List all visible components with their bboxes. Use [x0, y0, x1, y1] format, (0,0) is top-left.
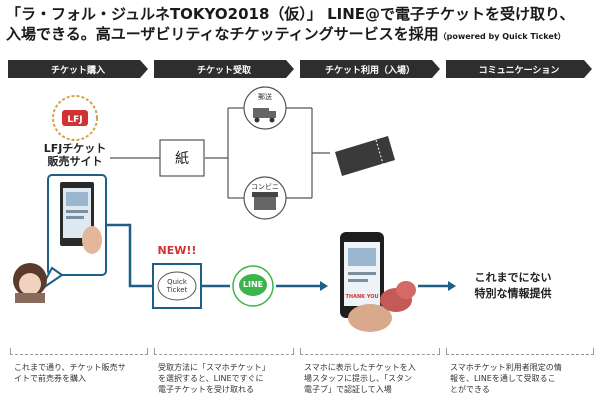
lfj-logo-text: LFJ [67, 115, 82, 125]
paper-ticket-icon [335, 136, 395, 176]
step-purchase: チケット購入 [8, 60, 148, 78]
desc-communication-line: とができる [450, 385, 490, 394]
desc-entry-line: スマホに表示したチケットを入 [304, 363, 416, 372]
desc-divider-1 [10, 348, 148, 355]
new-badge: NEW!! [157, 244, 197, 257]
desc-communication-line: スマホチケット利用者限定の情 [450, 363, 562, 372]
lfj-site-label: LFJチケット 販売サイト [40, 142, 110, 168]
stamp-device [380, 281, 416, 312]
lfj-logo [52, 95, 98, 141]
desc-communication-line: 報を、LINEを通して受取るこ [450, 374, 556, 383]
desc-receive-line: 電子チケットを受け取れる [158, 385, 254, 394]
paper-label: 紙 [175, 151, 189, 167]
special-info-label: これまでにない 特別な情報提供 [458, 270, 568, 302]
convenience-store [243, 176, 287, 220]
convenience-label: コンビニ [251, 183, 279, 191]
special-info-line-2: 特別な情報提供 [474, 287, 552, 300]
line-icon [239, 274, 267, 296]
desc-receive: 受取方法に「スマホチケット」 を選択すると、LINEですぐに 電子チケットを受け… [158, 362, 296, 395]
digital-connectors [105, 223, 456, 291]
desc-purchase: これまで通り、チケット販売サ イトで前売券を購入 [14, 362, 150, 384]
desc-purchase-line: イトで前売券を購入 [14, 374, 86, 383]
desc-receive-line: を選択すると、LINEですぐに [158, 374, 264, 383]
purchase-phone [47, 174, 107, 276]
desc-entry-line: 場スタッフに提示し、「スタン [304, 374, 412, 383]
headline-line-2-text: 入場できる。高ユーザビリティなチケッティングサービスを採用 [6, 25, 439, 43]
quick-ticket-text-2: Ticket [166, 286, 188, 294]
entry-phone [340, 232, 392, 332]
quick-ticket-text: Quick Ticket [161, 278, 193, 294]
headline-line-2: 入場できる。高ユーザビリティなチケッティングサービスを採用（powered by… [6, 24, 596, 47]
desc-divider-4 [446, 348, 594, 355]
desc-communication: スマホチケット利用者限定の情 報を、LINEを通して受取るこ とができる [450, 362, 596, 395]
line-icon-text: LINE [242, 280, 264, 289]
girl-avatar [13, 263, 47, 303]
headline: 「ラ・フォル・ジュルネTOKYO2018（仮）」 LINE@で電子チケットを受け… [6, 4, 596, 47]
step-entry: チケット利用（入場） [300, 60, 440, 78]
desc-purchase-line: これまで通り、チケット販売サ [14, 363, 126, 372]
step-communication: コミュニケーション [446, 60, 592, 78]
desc-divider-2 [154, 348, 294, 355]
desc-receive-line: 受取方法に「スマホチケット」 [158, 363, 270, 372]
desc-entry: スマホに表示したチケットを入 場スタッフに提示し、「スタン 電子ブ」で認証して入… [304, 362, 442, 395]
process-steps: チケット購入 チケット受取 チケット利用（入場） コミュニケーション [8, 60, 594, 78]
thank-you-stamp: THANK YOU [345, 294, 378, 300]
lfj-site-label-1: LFJチケット [43, 142, 107, 155]
step-receive: チケット受取 [154, 60, 294, 78]
desc-divider-3 [300, 348, 440, 355]
mail-delivery [243, 86, 287, 130]
special-info-line-1: これまでにない [474, 271, 552, 284]
mail-label: 郵送 [258, 93, 272, 101]
quick-ticket-logo [157, 271, 197, 301]
quick-ticket-text-1: Quick [167, 278, 187, 286]
paper-connectors [110, 107, 330, 199]
headline-line-1: 「ラ・フォル・ジュルネTOKYO2018（仮）」 LINE@で電子チケットを受け… [6, 5, 575, 23]
lfj-site-label-2: 販売サイト [47, 155, 103, 168]
paper-box [159, 139, 205, 177]
powered-by: （powered by Quick Ticket） [438, 32, 566, 41]
desc-entry-line: 電子ブ」で認証して入場 [304, 385, 392, 394]
